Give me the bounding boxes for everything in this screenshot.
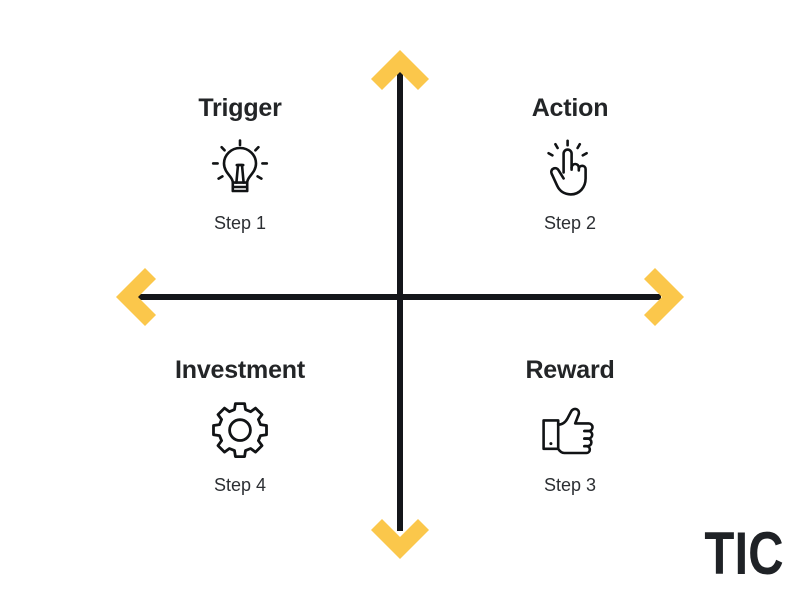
quadrant-trigger-step: Step 1 — [213, 213, 267, 233]
horizontal-axis — [128, 294, 661, 300]
quadrant-action-step: Step 2 — [543, 213, 597, 233]
quadrant-action-title: Action — [531, 94, 609, 122]
quadrant-action: Action Step 2 — [452, 94, 688, 233]
quadrant-investment: Investment Step 4 — [122, 356, 358, 495]
gear-icon — [207, 397, 273, 465]
lightbulb-icon — [207, 135, 273, 203]
tap-hand-icon — [537, 135, 603, 203]
quadrant-reward-step: Step 3 — [543, 475, 597, 495]
chevron-left-icon — [112, 264, 178, 330]
quadrant-investment-title: Investment — [175, 356, 305, 384]
chevron-up-icon — [367, 46, 433, 112]
chevron-down-icon — [367, 497, 433, 563]
quadrant-trigger-title: Trigger — [198, 94, 282, 122]
quadrant-trigger: Trigger Step 1 — [122, 94, 358, 233]
thumbs-up-icon — [537, 397, 603, 465]
quadrant-reward: Reward Step 3 — [452, 356, 688, 495]
quadrant-investment-step: Step 4 — [213, 475, 267, 495]
quadrant-reward-title: Reward — [525, 356, 615, 384]
vertical-axis — [397, 71, 403, 531]
chevron-right-icon — [622, 264, 688, 330]
brand-logo: TIC — [704, 520, 784, 587]
